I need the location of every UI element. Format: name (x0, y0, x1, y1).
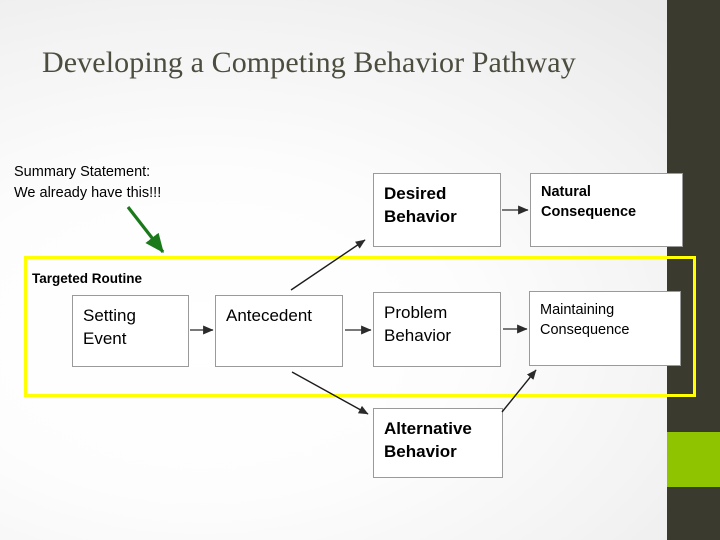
node-alternative-behavior[interactable]: Alternative Behavior (373, 408, 503, 478)
node-desired-behavior[interactable]: Desired Behavior (373, 173, 501, 247)
node-alternative-behavior-label: Alternative Behavior (384, 419, 472, 461)
node-setting-event[interactable]: Setting Event (72, 295, 189, 367)
node-maintaining-consequence-label: Maintaining Consequence (540, 302, 630, 338)
node-natural-consequence[interactable]: Natural Consequence (530, 173, 683, 247)
node-problem-behavior-label: Problem Behavior (384, 303, 452, 345)
node-antecedent-label: Antecedent (226, 306, 313, 325)
node-problem-behavior[interactable]: Problem Behavior (373, 292, 501, 367)
node-maintaining-consequence[interactable]: Maintaining Consequence (529, 291, 681, 366)
summary-statement-line2: We already have this!!! (14, 185, 162, 201)
sidebar-green-accent-bar (667, 432, 720, 487)
arrow-summary-callout (126, 206, 165, 254)
summary-statement-annotation: Summary Statement: We already have this!… (14, 162, 161, 204)
targeted-routine-label: Targeted Routine (32, 271, 143, 286)
node-setting-event-label: Setting Event (83, 306, 136, 348)
node-antecedent[interactable]: Antecedent (215, 295, 343, 367)
summary-statement-line1: Summary Statement: (14, 164, 151, 180)
page-title: Developing a Competing Behavior Pathway (42, 46, 576, 79)
node-natural-consequence-label: Natural Consequence (541, 184, 637, 220)
node-desired-behavior-label: Desired Behavior (384, 184, 457, 226)
